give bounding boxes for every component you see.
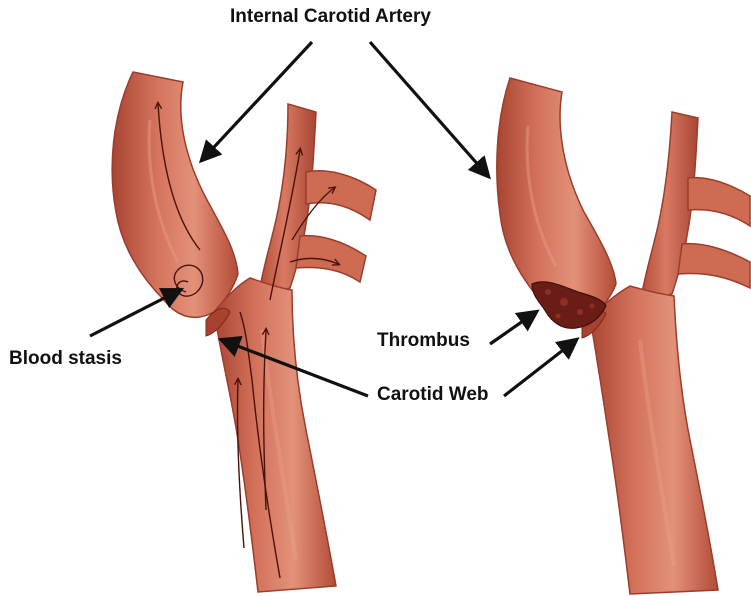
arrow-ica-right [370,42,488,176]
thrombus-clot-5 [556,314,561,319]
right-external-branch-lower [678,244,750,288]
right-external-branch-upper [688,178,750,226]
left-external-branch-upper [306,171,376,220]
label-internal-carotid-artery: Internal Carotid Artery [230,7,431,26]
label-carotid-web: Carotid Web [377,385,489,404]
thrombus-clot-2 [560,298,568,306]
arrow-blood-stasis [90,290,180,336]
thrombus-clot-3 [577,309,583,315]
left-carotid-bifurcation [112,72,376,592]
label-blood-stasis: Blood stasis [9,349,122,368]
arrow-web-right [504,340,576,396]
arrow-thrombus [490,312,536,344]
right-carotid-bifurcation [497,78,750,594]
thrombus-clot-4 [590,304,595,309]
thrombus-clot-1 [545,289,551,295]
label-thrombus: Thrombus [377,331,470,350]
